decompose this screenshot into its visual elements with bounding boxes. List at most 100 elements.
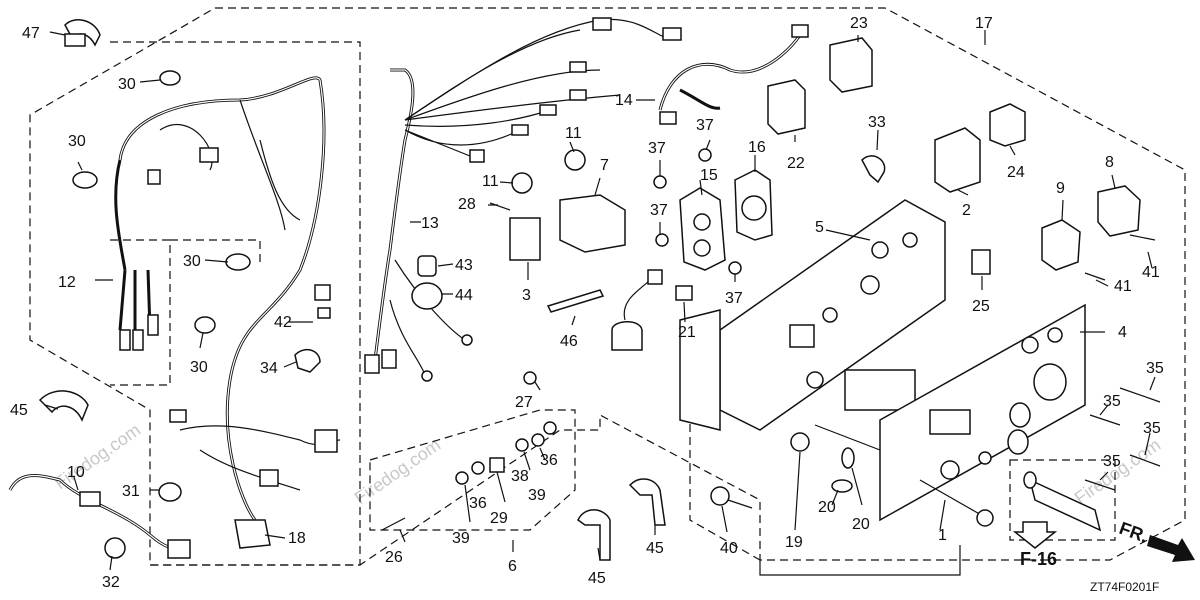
callout-14: 14: [615, 92, 633, 109]
callout-41-a: 41: [1142, 264, 1160, 281]
callout-42: 42: [274, 314, 292, 331]
callout-40: 40: [720, 540, 738, 557]
wire-clip: [194, 316, 216, 334]
indicator-lamp: [564, 149, 586, 171]
callout-37-c: 37: [650, 202, 668, 219]
fuse-holder: [1028, 478, 1102, 532]
screw-icon: [489, 202, 511, 211]
watermark-text: Firedog.com: [351, 435, 444, 509]
callout-26: 26: [385, 549, 403, 566]
callout-13: 13: [421, 215, 439, 232]
knob-part: [841, 447, 855, 469]
nut-icon: [728, 261, 742, 275]
callout-20-right: 20: [852, 516, 870, 533]
callout-35-c: 35: [1143, 420, 1161, 437]
connector-icon: [169, 409, 187, 423]
callout-3: 3: [522, 287, 531, 304]
washer-icon: [455, 471, 469, 485]
callout-39-a: 39: [452, 530, 470, 547]
callout-21: 21: [678, 324, 696, 341]
callout-35-d: 35: [1103, 453, 1121, 470]
connector-icon: [79, 491, 101, 507]
reference-page-label: F-16: [1020, 549, 1057, 569]
band-clip: [628, 478, 666, 526]
wire-clip: [159, 70, 181, 86]
receptacle-socket: [693, 213, 711, 231]
callout-32: 32: [102, 574, 120, 591]
callout-7: 7: [600, 157, 609, 174]
connector-icon: [259, 469, 279, 487]
connector-icon: [791, 24, 809, 38]
rod-part: [814, 424, 881, 451]
electronic-module: [1041, 219, 1081, 271]
control-harness: [364, 17, 682, 382]
callout-30-b: 30: [68, 133, 86, 150]
screw-icon: [1084, 234, 1161, 491]
gasket-part: [971, 249, 991, 275]
callout-41-b: 41: [1114, 278, 1132, 295]
connector-icon: [199, 147, 219, 163]
terminal-icon: [569, 89, 587, 101]
callout-47: 47: [22, 25, 40, 42]
front-marker-label: FR.: [1117, 518, 1151, 547]
band-clip: [577, 509, 611, 561]
bushing-part: [790, 432, 810, 452]
circuit-breaker: [767, 79, 806, 135]
harness-12-inner-box: [110, 239, 261, 386]
receptacle-socket: [741, 195, 767, 221]
callout-46: 46: [560, 333, 578, 350]
callout-36-b: 36: [540, 452, 558, 469]
bolt-icon: [523, 371, 537, 385]
callout-39-b: 39: [528, 487, 546, 504]
callout-12: 12: [58, 274, 76, 291]
knob-part: [831, 479, 853, 493]
front-arrow-icon: [1147, 535, 1195, 562]
callout-9: 9: [1056, 180, 1065, 197]
clamp-part: [314, 284, 331, 319]
callout-45-c: 45: [646, 540, 664, 557]
cushion-part: [411, 282, 443, 310]
callout-44: 44: [455, 287, 473, 304]
assembly-outline: [29, 7, 1186, 566]
wire-clip: [158, 482, 182, 502]
ring-terminal: [421, 370, 433, 382]
cable-end: [976, 509, 994, 527]
callout-1: 1: [938, 527, 947, 544]
connector-icon: [167, 539, 191, 559]
clip-nut-icon: [489, 457, 505, 473]
terminal-icon: [469, 149, 485, 163]
connector-icon: [147, 169, 161, 185]
callout-36-a: 36: [469, 495, 487, 512]
callout-18: 18: [288, 530, 306, 547]
fastener-group-box: [369, 409, 576, 531]
outlet-cover: [509, 217, 541, 261]
callout-45-b: 45: [588, 570, 606, 587]
nut-icon: [655, 233, 669, 247]
callout-34: 34: [260, 360, 278, 377]
callout-29: 29: [490, 510, 508, 527]
callout-25: 25: [972, 298, 990, 315]
connector-icon: [659, 111, 677, 125]
callout-37-d: 37: [725, 290, 743, 307]
nut-icon: [698, 148, 712, 162]
terminal-icon: [592, 17, 612, 31]
callout-38: 38: [511, 468, 529, 485]
callout-15: 15: [700, 167, 718, 184]
callout-4: 4: [1118, 324, 1127, 341]
callout-8: 8: [1105, 154, 1114, 171]
connector-icon: [314, 429, 338, 453]
sensor-part: [611, 321, 643, 351]
washer-icon: [543, 421, 557, 435]
connector-icon: [119, 329, 131, 351]
tie-strap: [546, 289, 605, 313]
callout-37-b: 37: [648, 140, 666, 157]
connector-icon: [147, 314, 159, 336]
nut-icon: [653, 175, 667, 189]
callout-27: 27: [515, 394, 533, 411]
washer-icon: [471, 461, 485, 475]
wire-clip: [72, 171, 98, 189]
callout-37-a: 37: [696, 117, 714, 134]
callout-5: 5: [815, 219, 824, 236]
circuit-breaker: [829, 37, 873, 93]
